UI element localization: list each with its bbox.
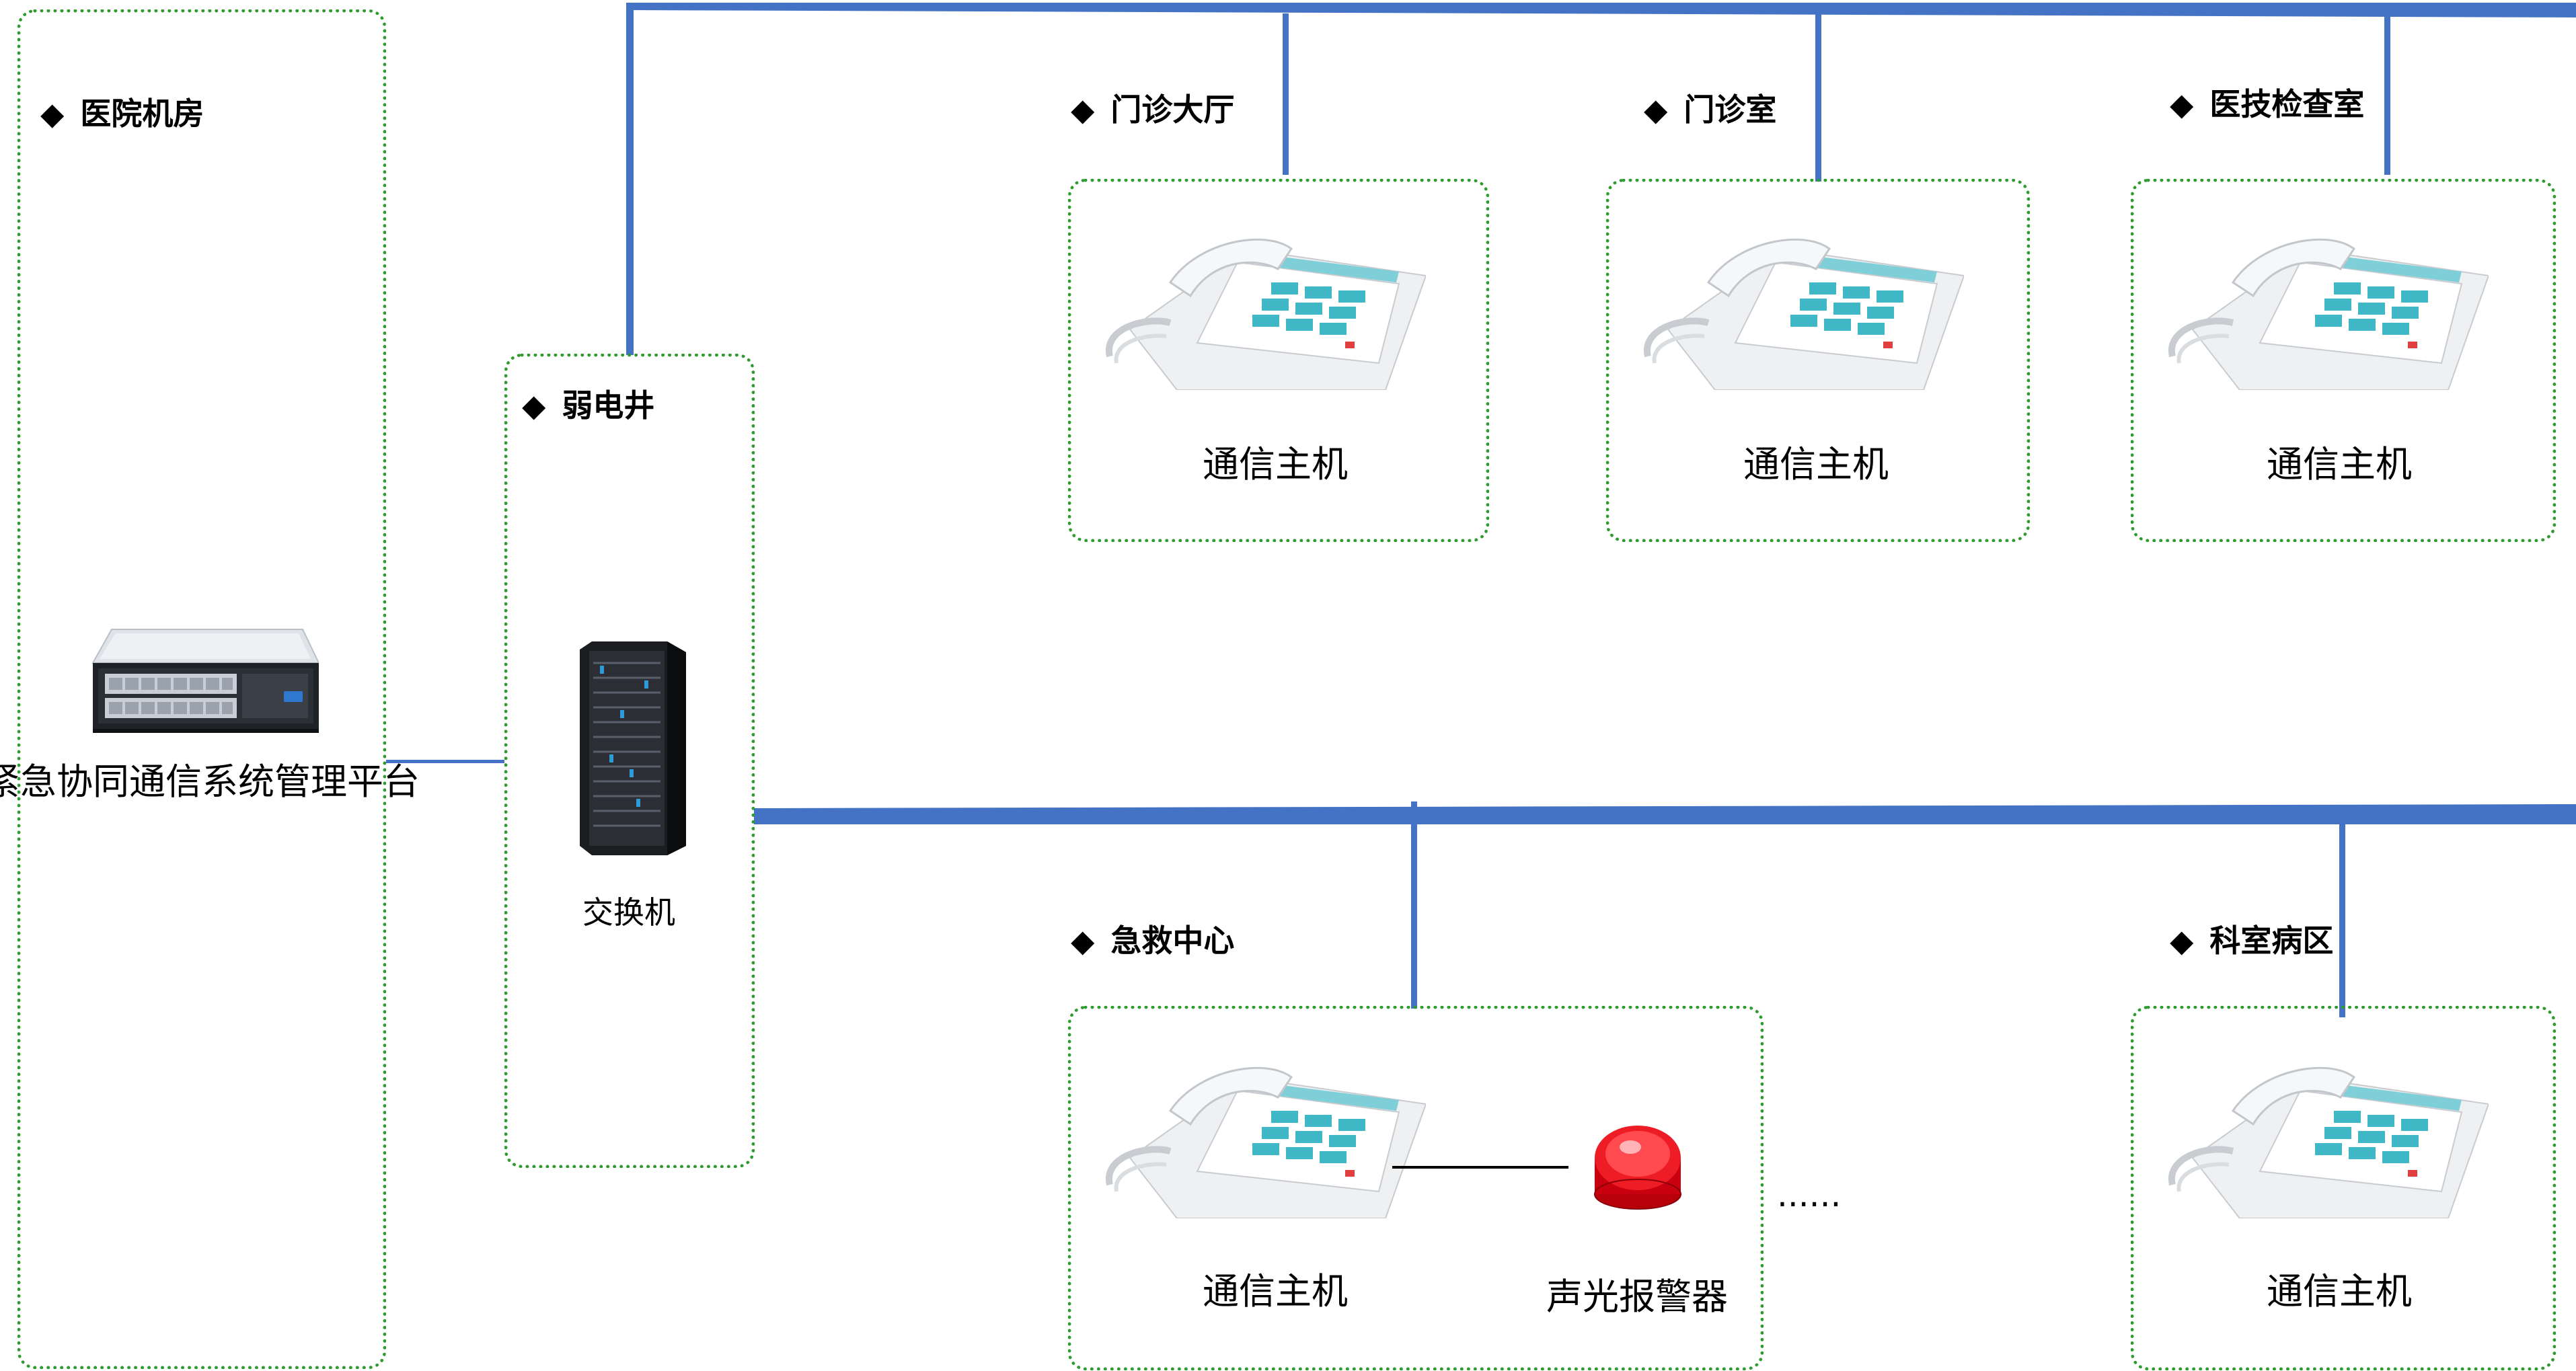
more-zones-ellipsis: ...... — [1777, 1175, 1842, 1214]
desk-phone-icon — [1103, 229, 1427, 391]
zone-medical-exam-room — [2131, 179, 2556, 542]
outpatient-room-device-label: 通信主机 — [1743, 443, 1889, 485]
zone-title-emergency-center: ◆急救中心 — [1071, 923, 1235, 959]
drop-outpatient-room — [1815, 13, 1821, 182]
bullet-icon: ◆ — [1644, 91, 1668, 128]
drop-emergency-center — [1411, 801, 1417, 1009]
bullet-icon: ◆ — [40, 95, 65, 132]
zone-title-outpatient-hall: ◆门诊大厅 — [1071, 91, 1235, 128]
emergency-center-device-label: 通信主机 — [1203, 1270, 1348, 1313]
zone-title-outpatient-room: ◆门诊室 — [1644, 91, 1777, 128]
bullet-icon: ◆ — [1071, 923, 1095, 959]
bullet-icon: ◆ — [2170, 86, 2194, 122]
ward-area-device-label: 通信主机 — [2267, 1270, 2412, 1313]
drop-medical-exam-room — [2384, 13, 2390, 175]
bullet-icon: ◆ — [1071, 91, 1095, 128]
desk-phone-icon — [1103, 1057, 1427, 1219]
link-platform-to-switch — [386, 760, 504, 763]
bullet-icon: ◆ — [2170, 923, 2194, 959]
middle-trunk-line — [754, 804, 2576, 824]
link-phone-to-alarm — [1392, 1166, 1568, 1169]
switch-label: 交换机 — [582, 894, 675, 931]
zone-weak-current-shaft — [504, 354, 755, 1168]
zone-outpatient-room — [1606, 179, 2030, 542]
zone-title-ward-area: ◆科室病区 — [2170, 923, 2334, 959]
zone-server-room — [17, 9, 386, 1369]
platform-label: 紧急协同通信系统管理平台 — [0, 760, 420, 803]
riser-shaft-to-top — [626, 3, 634, 355]
rack-server-icon — [89, 624, 320, 735]
zone-outpatient-hall — [1068, 179, 1489, 542]
siren-alarm-icon — [1590, 1120, 1685, 1213]
desk-phone-icon — [2166, 1057, 2490, 1219]
medical-exam-room-device-label: 通信主机 — [2267, 443, 2412, 485]
zone-title-weak-current-shaft: ◆弱电井 — [522, 387, 655, 424]
outpatient-hall-device-label: 通信主机 — [1203, 443, 1348, 485]
zone-emergency-center — [1068, 1006, 1764, 1370]
network-switch-cabinet-icon — [580, 636, 686, 855]
bullet-icon: ◆ — [522, 387, 546, 424]
zone-title-medical-exam-room: ◆医技检查室 — [2170, 86, 2365, 122]
desk-phone-icon — [1641, 229, 1965, 391]
alarm-label: 声光报警器 — [1546, 1276, 1728, 1318]
drop-ward-area — [2339, 810, 2345, 1017]
desk-phone-icon — [2166, 229, 2490, 391]
drop-outpatient-hall — [1283, 13, 1289, 175]
top-trunk-line — [626, 3, 2576, 17]
zone-title-server-room: ◆医院机房 — [40, 95, 204, 132]
zone-ward-area — [2131, 1006, 2556, 1370]
